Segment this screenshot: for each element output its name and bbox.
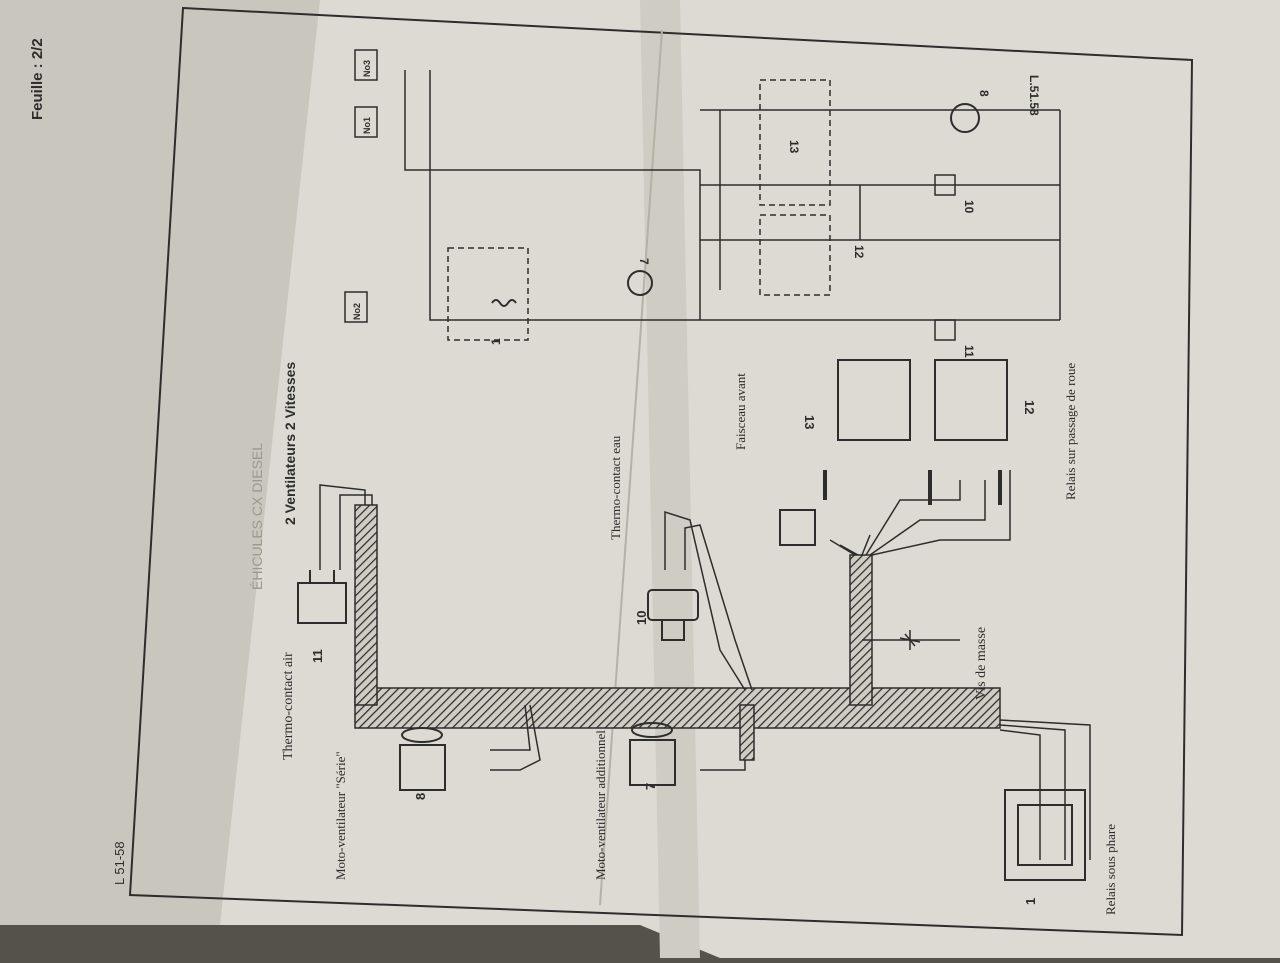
faisceau-connector xyxy=(779,509,816,546)
relais-roue-label: Relais sur passage de roue xyxy=(1063,363,1078,500)
fuse-no1-label: No1 xyxy=(362,117,372,134)
schematic-rails xyxy=(404,70,1061,321)
moto-serie-body xyxy=(399,744,446,791)
wire-air xyxy=(319,484,366,570)
moto-serie-label: Moto-ventilateur "Série" xyxy=(333,751,348,880)
motor-7-num: 7 xyxy=(637,258,651,265)
fuse-no2-label: No2 xyxy=(352,303,362,320)
fuse-no3-label: No3 xyxy=(362,60,372,77)
switch-11-num: 11 xyxy=(962,345,976,358)
thermo-air-terminals xyxy=(309,570,335,583)
paper-shadow xyxy=(0,0,320,925)
relay1-box xyxy=(447,247,529,341)
relais-phare-body xyxy=(1004,789,1086,881)
moto-serie-num: 8 xyxy=(413,793,428,800)
thermo-eau-thread xyxy=(661,619,685,641)
thermo-air-label: Thermo-contact air xyxy=(281,652,296,760)
harness-air-branch xyxy=(354,504,378,706)
diagram-title: 2 Ventilateurs 2 Vitesses xyxy=(282,362,298,525)
relay13-box xyxy=(759,79,831,206)
moto-add-label: Moto-ventilateur additionnel xyxy=(593,730,608,880)
motor-8-num: 8 xyxy=(977,90,991,97)
relay-connector-bus xyxy=(823,470,1002,505)
sheet-ref-bottom: L 51-58 xyxy=(112,841,127,885)
relay1-num: 1 xyxy=(489,338,503,345)
motor-7-symbol xyxy=(627,270,653,296)
fuse-no1 xyxy=(354,106,378,138)
thermo-air-body xyxy=(297,582,347,624)
sheet-header: Feuille : 2/2 xyxy=(29,38,46,120)
thermo-eau-label: Thermo-contact eau xyxy=(608,435,623,540)
fuse-no3 xyxy=(354,49,378,81)
switch-10-num: 10 xyxy=(962,200,976,214)
relay13-body xyxy=(837,359,911,441)
fan-icon xyxy=(631,722,673,738)
wire-moto8-2 xyxy=(490,704,531,751)
harness-main xyxy=(354,687,1001,729)
relay13-schem-num: 13 xyxy=(787,140,801,154)
wire-moto7 xyxy=(700,760,746,771)
relais-phare-inner xyxy=(1017,804,1073,866)
switch-10-symbol xyxy=(934,174,956,196)
thermo-air-num: 11 xyxy=(310,649,325,663)
relais-phare-num: 1 xyxy=(1023,898,1038,905)
faded-heading: ÉHICULES CX DIESEL xyxy=(249,443,265,590)
wire-eau xyxy=(664,510,746,691)
faisceau-label: Faisceau avant xyxy=(733,373,748,450)
relay12-box xyxy=(759,214,831,296)
sheet-ref-top: L.51.58 xyxy=(1027,75,1041,116)
fuse-no2 xyxy=(344,291,368,323)
harness-front-branch xyxy=(849,554,873,706)
wire-eau-2 xyxy=(684,524,753,691)
vis-masse-label: Vis de masse xyxy=(974,627,989,700)
moto-add-num: 7 xyxy=(643,783,658,790)
relais-phare-label: Relais sous phare xyxy=(1103,824,1118,915)
moto-add-body xyxy=(629,739,676,786)
wire-air-2 xyxy=(339,494,373,570)
diagram-frame xyxy=(128,6,1194,937)
relay1-coil xyxy=(491,299,517,307)
switch-11-symbol xyxy=(934,319,956,341)
relay12-schem-num: 12 xyxy=(852,245,866,259)
harness-motor-branch xyxy=(739,704,755,761)
wire-relais-phare xyxy=(999,719,1091,860)
wire-moto8 xyxy=(490,704,541,771)
relay12-num: 12 xyxy=(1022,400,1037,414)
fold-line xyxy=(599,29,663,906)
ground-symbol xyxy=(899,630,921,650)
relay12-body xyxy=(934,359,1008,441)
motor-8-symbol xyxy=(950,103,980,133)
relay13-num: 13 xyxy=(802,415,817,429)
fan-icon xyxy=(401,727,443,743)
thermo-eau-num: 10 xyxy=(634,611,649,625)
